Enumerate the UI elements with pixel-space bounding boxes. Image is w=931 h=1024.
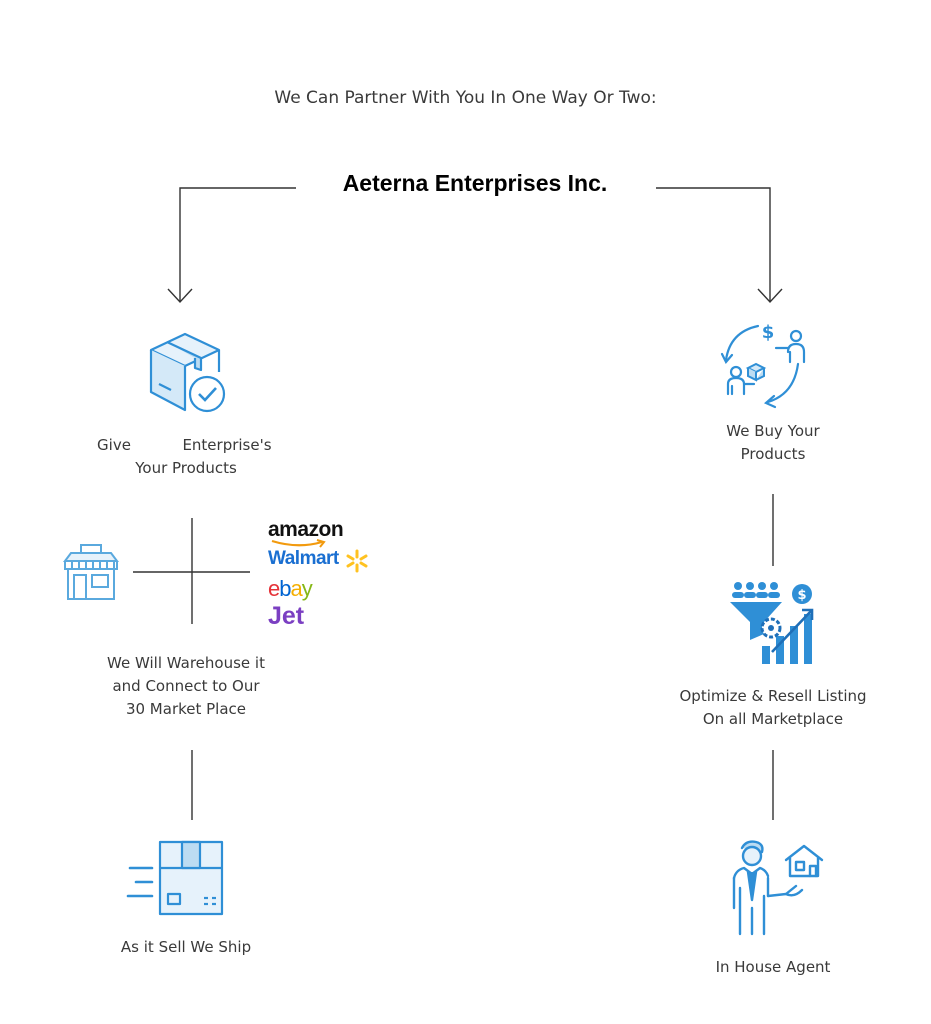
ebay-letter-b: b — [279, 576, 291, 601]
store-icon — [63, 544, 119, 600]
ship-label: As it Sell We Ship — [120, 938, 252, 956]
optimize-line-2: On all Marketplace — [702, 710, 844, 728]
left-arrowhead — [167, 288, 193, 304]
agent-label: In House Agent — [715, 958, 831, 976]
give-enterprise: Enterprise's — [182, 436, 272, 454]
warehouse-line-3: 30 Market Place — [125, 700, 247, 718]
left-branch-arrow — [179, 187, 296, 302]
give-products: Your Products — [135, 459, 237, 477]
buy-line-2: Products — [740, 445, 806, 463]
right-arrowhead — [757, 288, 783, 304]
svg-text:$: $ — [762, 322, 775, 343]
ebay-logo: ebay — [268, 576, 313, 602]
company-name: Aeterna Enterprises Inc. — [342, 170, 608, 196]
buy-line-1: We Buy Your — [726, 422, 820, 440]
jet-logo: Jet — [268, 602, 305, 630]
optimize-line-1: Optimize & Resell Listing — [679, 687, 867, 705]
warehouse-line-1: We Will Warehouse it — [107, 654, 265, 672]
funnel-growth-icon: $ — [730, 582, 814, 664]
exchange-money-icon: $ — [720, 322, 806, 409]
walmart-logo: Walmart — [268, 548, 339, 569]
warehouse-line-2: and Connect to Our — [112, 677, 260, 695]
ebay-letter-e: e — [268, 576, 280, 601]
ebay-letter-a: a — [290, 576, 303, 601]
fast-shipping-box-icon — [126, 840, 224, 916]
svg-text:$: $ — [797, 588, 806, 603]
right-branch-arrow — [656, 187, 771, 302]
walmart-spark-icon — [346, 549, 368, 573]
ebay-letter-y: y — [301, 576, 313, 601]
page-subtitle: We Can Partner With You In One Way Or Tw… — [274, 88, 657, 108]
real-estate-agent-icon — [732, 840, 824, 936]
amazon-smile-icon — [271, 539, 326, 548]
amazon-logo: amazon — [268, 518, 344, 541]
give-word: Give — [97, 436, 131, 454]
box-check-icon — [149, 332, 226, 413]
